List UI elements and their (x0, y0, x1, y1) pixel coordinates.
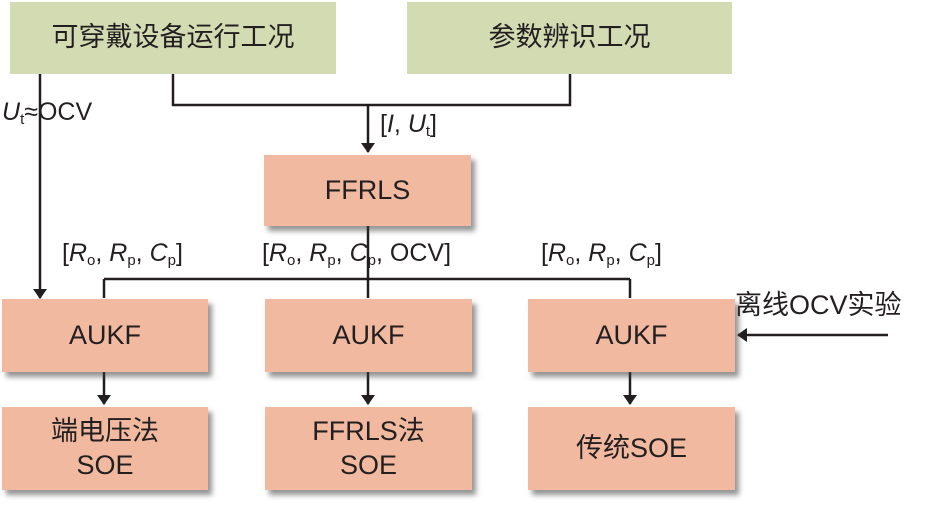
ffrls-block: FFRLS (264, 155, 471, 226)
aukf-left-block: AUKF (2, 299, 208, 372)
aukf-mid-block: AUKF (265, 299, 472, 372)
aukf-right-label: AUKF (595, 319, 668, 350)
terminal-voltage-soe-block: 端电压法 SOE (2, 407, 208, 490)
traditional-soe-block: 传统SOE (528, 407, 735, 490)
aukf-left-label: AUKF (68, 319, 141, 350)
aukf-mid-label: AUKF (332, 319, 405, 350)
wearable-condition-label: 可穿戴设备运行工况 (51, 22, 295, 53)
wearable-condition-box: 可穿戴设备运行工况 (10, 2, 336, 74)
params-mid-label: [Ro, Rp, Cp, OCV] (262, 239, 452, 269)
ffrls-soe-block: FFRLS法 SOE (265, 407, 472, 490)
params-right-label: [Ro, Rp, Cp] (541, 239, 662, 269)
param-id-condition-label: 参数辨识工况 (488, 22, 651, 53)
offline-ocv-label: 离线OCV实验 (735, 290, 902, 320)
ut-ocv-label: Ut≈OCV (2, 98, 93, 128)
aukf-right-block: AUKF (528, 299, 735, 372)
param-id-condition-box: 参数辨识工况 (407, 2, 732, 74)
params-left-label: [Ro, Rp, Cp] (62, 239, 183, 269)
i-ut-label: [I, Ut] (380, 110, 437, 140)
line-wearable-merge (171, 74, 572, 107)
ffrls-label: FFRLS (324, 174, 411, 205)
